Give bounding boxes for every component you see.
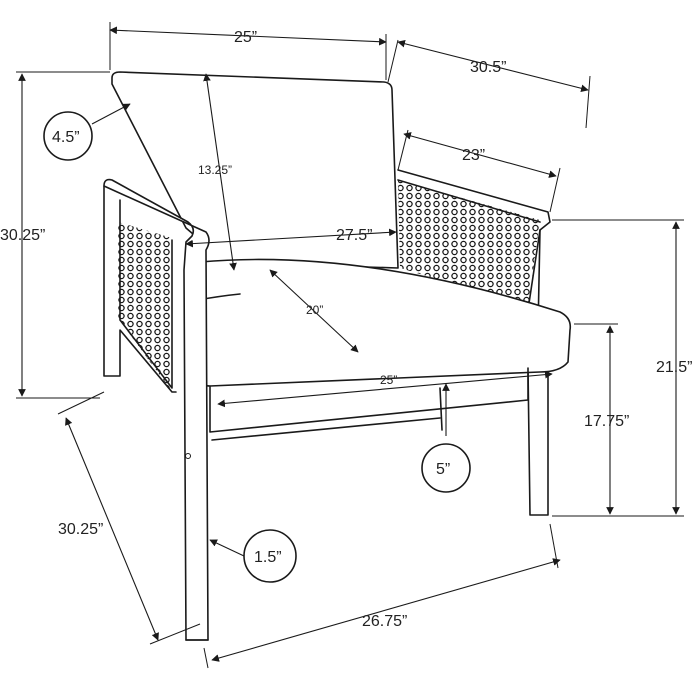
label-back-height-total: 30.25” bbox=[0, 227, 45, 244]
back-thickness-callout bbox=[43, 111, 93, 161]
label-backrest-height: 13.25” bbox=[198, 163, 232, 177]
label-top-depth: 30.5” bbox=[470, 59, 506, 76]
label-cushion-thickness: 5” bbox=[436, 461, 450, 478]
label-arm-height: 21.5” bbox=[656, 359, 692, 376]
left-cane-panel bbox=[118, 222, 172, 392]
label-seat-height: 17.75” bbox=[584, 413, 629, 430]
label-base-width: 26.75” bbox=[362, 613, 407, 630]
right-arm-frame bbox=[397, 169, 551, 311]
label-inner-width: 27.5” bbox=[336, 227, 372, 244]
label-back-thickness: 4.5” bbox=[52, 129, 80, 146]
cushion-thickness-callout bbox=[421, 443, 471, 493]
label-top-width: 25” bbox=[234, 29, 257, 46]
label-seat-depth: 20” bbox=[306, 303, 323, 317]
leg-thickness-callout bbox=[243, 529, 297, 583]
label-arm-length: 23” bbox=[462, 147, 485, 164]
label-leg-thickness: 1.5” bbox=[254, 549, 282, 566]
label-seat-width: 25” bbox=[380, 373, 397, 387]
right-front-leg bbox=[527, 367, 549, 516]
label-base-depth: 30.25” bbox=[58, 521, 103, 538]
